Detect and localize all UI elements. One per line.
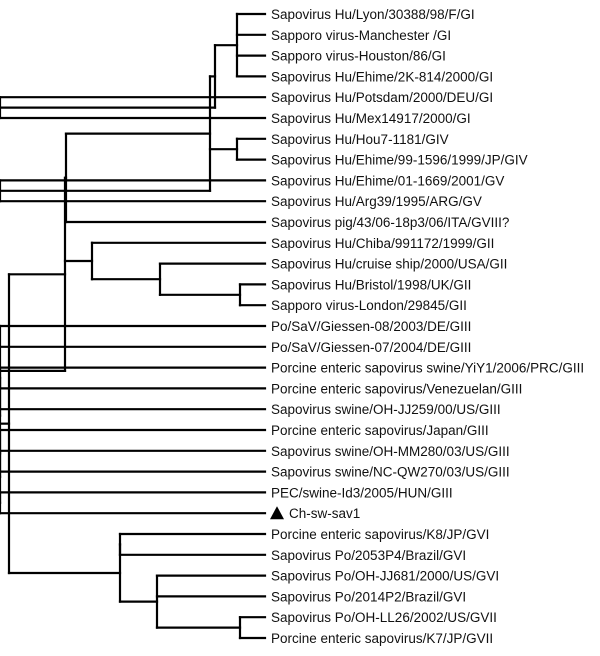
leaf-label: Sapovirus Hu/cruise ship/2000/USA/GII	[271, 257, 507, 272]
leaf-label: Porcine enteric sapovirus/K8/JP/GVI	[271, 527, 489, 542]
leaf-label: Sapovirus Po/2014P2/Brazil/GVI	[271, 589, 466, 604]
leaf-label: Po/SaV/Giessen-07/2004/DE/GIII	[271, 340, 471, 355]
leaf-label: Sapovirus Hu/Ehime/2K-814/2000/GI	[271, 69, 493, 84]
leaf-label: Porcine enteric sapovirus swine/YiY1/200…	[271, 361, 584, 376]
leaf-label: Sapovirus Hu/Potsdam/2000/DEU/GI	[271, 90, 493, 105]
leaf-label: Porcine enteric sapovirus/Venezuelan/GII…	[271, 381, 522, 396]
leaf-label: Po/SaV/Giessen-08/2003/DE/GIII	[271, 319, 471, 334]
leaf-label: Sapovirus Po/OH-LL26/2002/US/GVII	[271, 610, 497, 625]
leaf-label: Sapovirus pig/43/06-18p3/06/ITA/GVIII?	[271, 215, 509, 230]
tree-branches	[0, 12, 267, 640]
leaf-label: Sapovirus swine/OH-MM280/03/US/GIII	[271, 444, 510, 459]
leaf-label: Sapovirus Hu/Lyon/30388/98/F/GI	[271, 7, 475, 22]
leaf-label: Sapovirus Po/OH-JJ681/2000/US/GVI	[271, 569, 499, 584]
leaf-label: Sapporo virus-Houston/86/GI	[271, 49, 446, 64]
leaf-label: Ch-sw-sav1	[289, 506, 360, 521]
leaf-label: Sapovirus swine/OH-JJ259/00/US/GIII	[271, 402, 501, 417]
leaf-label: Sapovirus Hu/Ehime/99-1596/1999/JP/GIV	[271, 153, 528, 168]
leaf-label: Sapovirus Hu/Arg39/1995/ARG/GV	[271, 194, 482, 209]
leaf-label: Sapporo virus-Manchester /GI	[271, 28, 451, 43]
leaf-label: Sapovirus Hu/Hou7-1181/GIV	[271, 132, 449, 147]
leaf-label: Sapporo virus-London/29845/GII	[271, 298, 467, 313]
leaf-label: Porcine enteric sapovirus/K7/JP/GVII	[271, 631, 493, 646]
leaf-label: Sapovirus Hu/Ehime/01-1669/2001/GV	[271, 173, 504, 188]
triangle-marker-icon	[270, 506, 284, 520]
leaf-label: Sapovirus swine/NC-QW270/03/US/GIII	[271, 465, 510, 480]
leaf-label: Porcine enteric sapovirus/Japan/GIII	[271, 423, 489, 438]
leaf-labels: Sapovirus Hu/Lyon/30388/98/F/GI Sapporo v…	[270, 7, 584, 646]
leaf-label: Sapovirus Hu/Bristol/1998/UK/GII	[271, 277, 471, 292]
leaf-label: Sapovirus Hu/Chiba/991172/1999/GII	[271, 236, 494, 251]
leaf-label: PEC/swine-Id3/2005/HUN/GIII	[271, 485, 453, 500]
leaf-label: Sapovirus Hu/Mex14917/2000/GI	[271, 111, 471, 126]
leaf-label: Sapovirus Po/2053P4/Brazil/GVI	[271, 548, 466, 563]
